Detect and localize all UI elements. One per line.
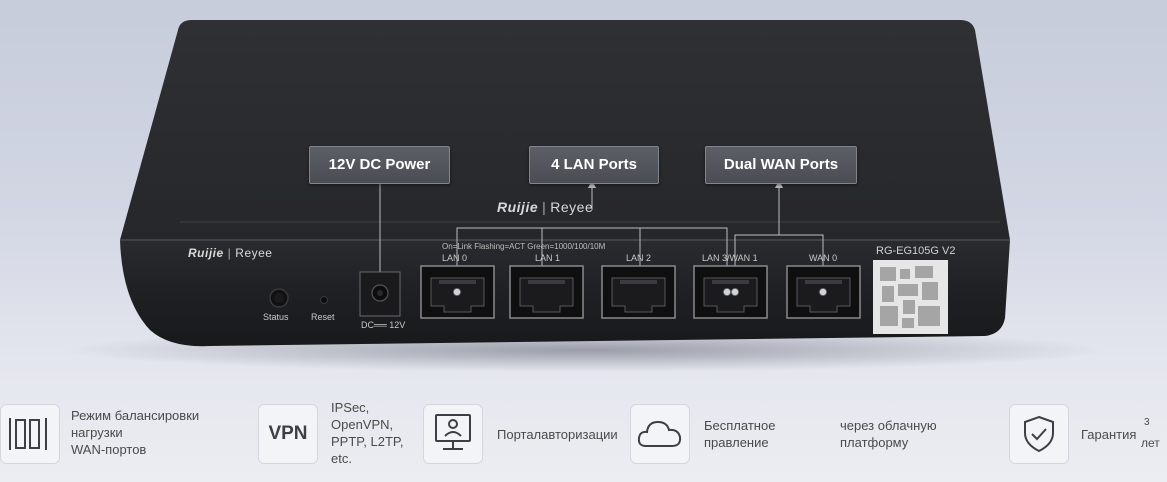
model-label: RG-EG105G V2 bbox=[876, 245, 956, 257]
port-label-wan0: WAN 0 bbox=[809, 253, 838, 263]
feature-cloud-text-right: через облачную платформу bbox=[840, 418, 937, 450]
dc-label: DC══ 12V bbox=[361, 320, 406, 330]
feature-vpn-text: IPSec, OpenVPN, PPTP, L2TP, etc. bbox=[331, 400, 404, 466]
router-body bbox=[65, 20, 1105, 372]
feature-cloud-text-left: Бесплатное правление bbox=[704, 418, 776, 450]
callout-lan-ports: 4 LAN Ports bbox=[529, 146, 659, 184]
feature-warranty-label: Гарантия bbox=[1081, 427, 1137, 442]
warranty-unit: лет bbox=[1141, 436, 1160, 450]
callout-power: 12V DC Power bbox=[309, 146, 450, 184]
port-label-lan0: LAN 0 bbox=[442, 253, 468, 263]
warranty-years: 3 bbox=[1144, 417, 1150, 428]
load-balance-icon bbox=[0, 404, 60, 464]
rj45-ports bbox=[420, 265, 861, 319]
feature-portal-text: Порталавторизации bbox=[497, 427, 618, 442]
cloud-icon bbox=[630, 404, 690, 464]
top-logo: Ruijie|Reyee bbox=[497, 199, 594, 215]
front-logo: Ruijie|Reyee bbox=[188, 246, 273, 260]
port-label-lan1: LAN 1 bbox=[535, 253, 561, 263]
callout-wan-ports: Dual WAN Ports bbox=[705, 146, 857, 184]
shield-check-icon bbox=[1009, 404, 1069, 464]
port-label-lan3-wan1: LAN 3/WAN 1 bbox=[702, 253, 758, 263]
vpn-icon: VPN bbox=[258, 404, 318, 464]
reset-label: Reset bbox=[311, 312, 335, 322]
portal-monitor-icon bbox=[423, 404, 483, 464]
router-device-image: 12V DC Power 4 LAN Ports Dual WAN Ports … bbox=[65, 20, 1105, 372]
feature-load-balance-text: Режим балансировки нагрузки WAN-портов bbox=[71, 408, 200, 457]
port-label-lan2: LAN 2 bbox=[626, 253, 652, 263]
led-legend: On=Link Flashing=ACT Green=1000/100/10M bbox=[442, 242, 606, 251]
status-label: Status bbox=[263, 312, 289, 322]
